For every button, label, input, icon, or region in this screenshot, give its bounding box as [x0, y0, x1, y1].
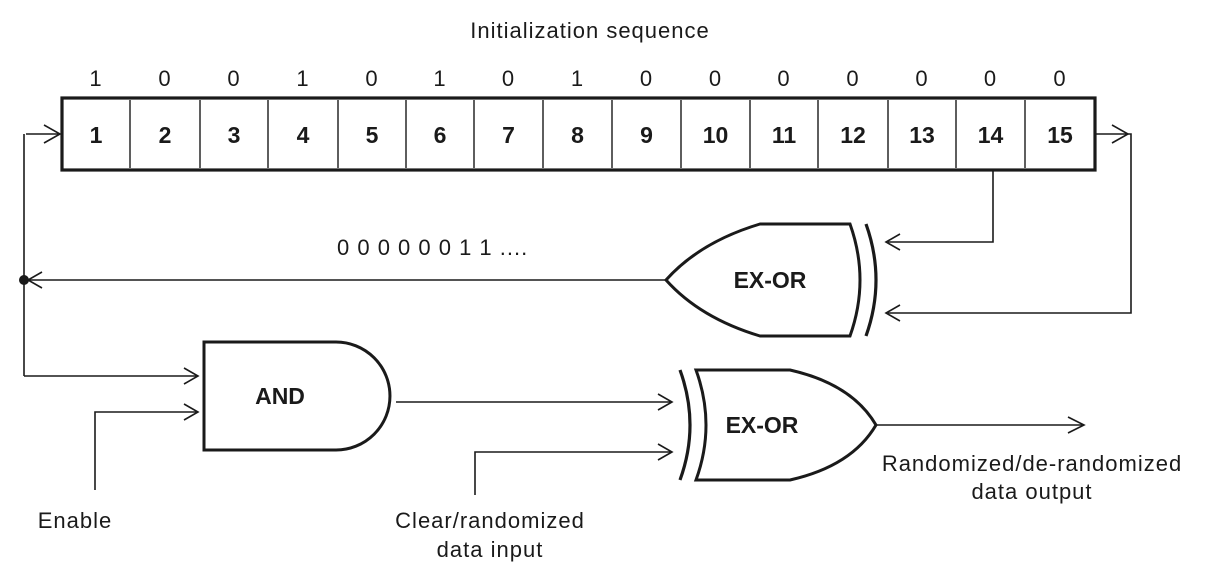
register-cell-1: 1 — [90, 122, 103, 148]
cell-dividers — [129, 100, 1026, 168]
init-bit: 0 — [846, 66, 859, 91]
stage14-tap-wire — [888, 170, 994, 243]
stage14-xor-arrowhead — [884, 233, 901, 251]
init-bit: 0 — [502, 66, 515, 91]
register-cell-5: 5 — [366, 122, 379, 148]
data-input-wire — [474, 451, 672, 495]
data-input-label-line2: data input — [437, 537, 544, 562]
and-gate: AND — [202, 340, 392, 452]
register-input-arrowhead — [43, 124, 62, 144]
data-input-label-line1: Clear/randomized — [395, 508, 585, 533]
init-bit: 1 — [571, 66, 584, 91]
output-label-line1: Randomized/de-randomized — [882, 451, 1182, 476]
init-bit: 0 — [365, 66, 378, 91]
init-bit: 0 — [1053, 66, 1066, 91]
init-bit: 0 — [640, 66, 653, 91]
xor-feedback-body — [663, 222, 862, 338]
init-bit: 0 — [709, 66, 722, 91]
enable-arrowhead — [183, 403, 200, 421]
and-gate-label: AND — [255, 383, 305, 409]
xor-feedback-label: EX-OR — [734, 267, 807, 293]
register-cell-7: 7 — [502, 122, 515, 148]
register-cell-2: 2 — [159, 122, 172, 148]
register-cell-4: 4 — [297, 122, 310, 148]
register-cell-3: 3 — [228, 122, 241, 148]
register-cell-12: 12 — [840, 122, 866, 148]
init-bit: 1 — [296, 66, 309, 91]
init-bits: 1 0 0 1 0 1 0 1 0 0 0 0 0 0 0 — [89, 66, 1066, 91]
xor-output-label: EX-OR — [726, 412, 799, 438]
register-cell-10: 10 — [703, 122, 729, 148]
enable-wire — [94, 411, 198, 490]
xor-output-gate: EX-OR — [678, 368, 878, 482]
output-arrowhead — [1067, 416, 1086, 434]
xor-output-body — [693, 368, 878, 482]
register-cell-15: 15 — [1047, 122, 1073, 148]
and-output-arrowhead — [657, 393, 674, 411]
stage15-feedback-wire — [888, 133, 1132, 314]
register-cell-6: 6 — [434, 122, 447, 148]
register-cell-9: 9 — [640, 122, 653, 148]
and-input1-arrowhead — [183, 367, 200, 385]
init-bit: 0 — [158, 66, 171, 91]
init-bit: 0 — [915, 66, 928, 91]
and-gate-body — [202, 340, 392, 452]
init-bit: 0 — [227, 66, 240, 91]
register-cell-14: 14 — [978, 122, 1004, 148]
stage15-xor-arrowhead — [884, 304, 901, 322]
xor-feedback-gate: EX-OR — [663, 222, 878, 338]
title: Initialization sequence — [470, 18, 709, 43]
init-bit: 0 — [777, 66, 790, 91]
register-cell-13: 13 — [909, 122, 935, 148]
data-input-arrowhead — [657, 443, 674, 461]
xor-output-back-curve — [678, 369, 692, 481]
output-label-line2: data output — [971, 479, 1092, 504]
enable-label: Enable — [38, 508, 113, 533]
init-bit: 1 — [89, 66, 102, 91]
init-bit: 1 — [433, 66, 446, 91]
init-bit: 0 — [984, 66, 997, 91]
register-cell-11: 11 — [772, 122, 797, 148]
feedback-sequence: 0 0 0 0 0 0 1 1 .... — [337, 235, 528, 260]
register-cell-8: 8 — [571, 122, 584, 148]
xor-feedback-back-curve — [864, 223, 878, 337]
